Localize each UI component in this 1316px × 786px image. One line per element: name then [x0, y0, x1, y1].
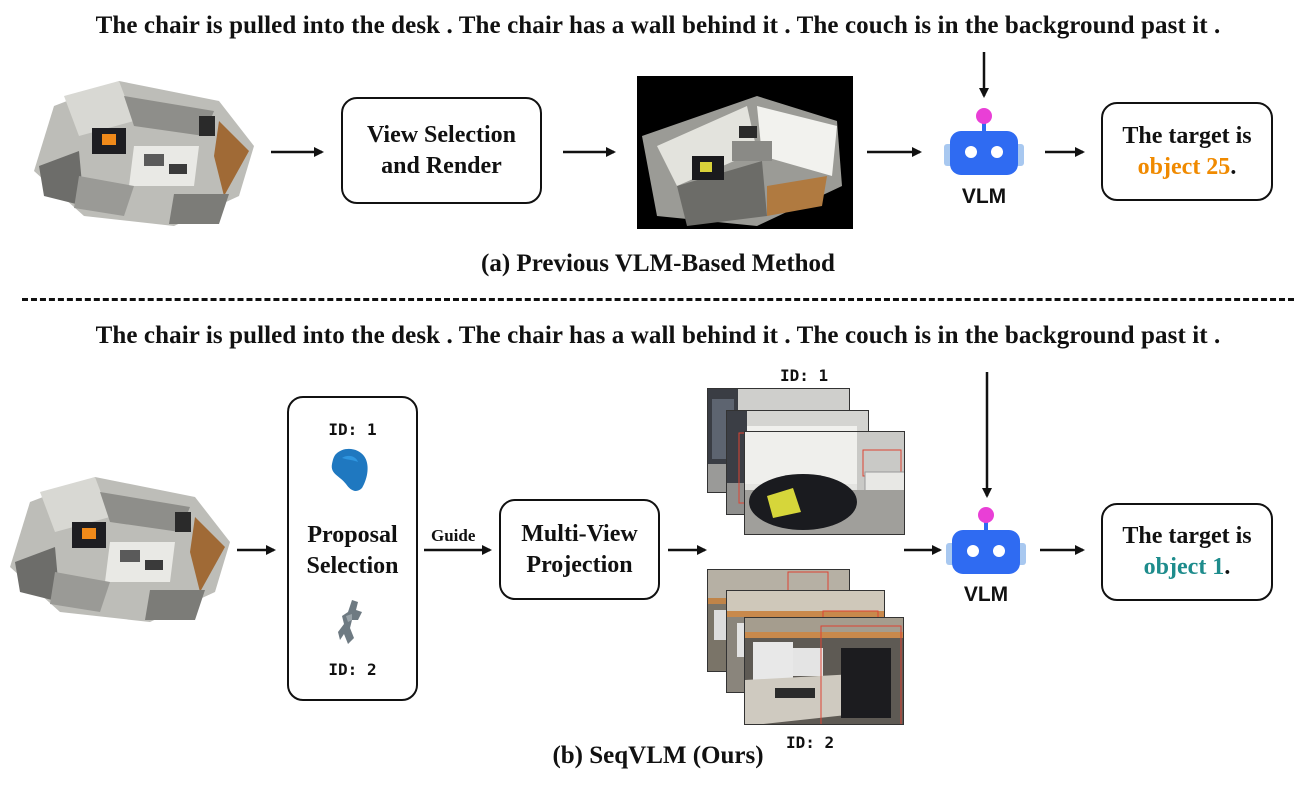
top-scene-pointcloud-image — [34, 81, 254, 226]
view-selection-box: View Selection and Render — [341, 97, 542, 204]
top-result-object: object 25 — [1137, 153, 1231, 180]
proposal-id2-label: ID: 2 — [328, 660, 377, 679]
robot-vlm-icon — [944, 108, 1024, 175]
caption-a: (a) Previous VLM-Based Method — [481, 250, 835, 277]
proposal-selection-box — [287, 396, 418, 701]
top-result-text: The target is object 25. — [1122, 121, 1252, 183]
rendered-view-image — [637, 76, 853, 229]
bottom-query-text: The chair is pulled into the desk . The … — [95, 322, 1221, 349]
top-vlm-label: VLM — [961, 185, 1007, 208]
view-selection-label: View Selection and Render — [366, 121, 517, 179]
proposal-selection-label: Proposal Selection — [306, 522, 399, 579]
object-proposal-1-image — [331, 448, 368, 491]
guide-label: Guide — [431, 526, 476, 545]
top-result-box: The target is object 25. — [1101, 102, 1273, 201]
multi-view-projection-label: Multi-View Projection — [521, 520, 638, 578]
caption-b: (b) SeqVLM (Ours) — [552, 742, 764, 769]
section-divider — [22, 298, 1294, 301]
top-result-prefix: The target is — [1122, 122, 1252, 149]
proposal-id1-label: ID: 1 — [328, 420, 377, 439]
bottom-result-suffix: . — [1224, 554, 1231, 580]
view-stack-1-photo-front — [744, 431, 905, 535]
bottom-scene-pointcloud-image — [10, 477, 230, 622]
proposal-selection-label-wrap: Proposal Selection — [292, 519, 413, 583]
bottom-result-box: The target is object 1. — [1101, 503, 1273, 601]
top-result-suffix: . — [1230, 153, 1237, 180]
multi-view-projection-box: Multi-View Projection — [499, 499, 660, 600]
robot-vlm-icon-bottom — [946, 507, 1026, 574]
view-stack-2-photo-front — [744, 617, 904, 725]
bottom-result-prefix: The target is — [1122, 523, 1252, 549]
view-stack-2-id-label: ID: 2 — [786, 733, 835, 752]
view-stack-1-id-label: ID: 1 — [780, 366, 829, 385]
top-query-text: The chair is pulled into the desk . The … — [95, 12, 1221, 39]
bottom-result-text: The target is object 1. — [1122, 521, 1252, 583]
object-proposal-2-image — [338, 600, 362, 644]
bottom-vlm-label: VLM — [963, 583, 1009, 606]
bottom-result-object: object 1 — [1143, 554, 1225, 580]
